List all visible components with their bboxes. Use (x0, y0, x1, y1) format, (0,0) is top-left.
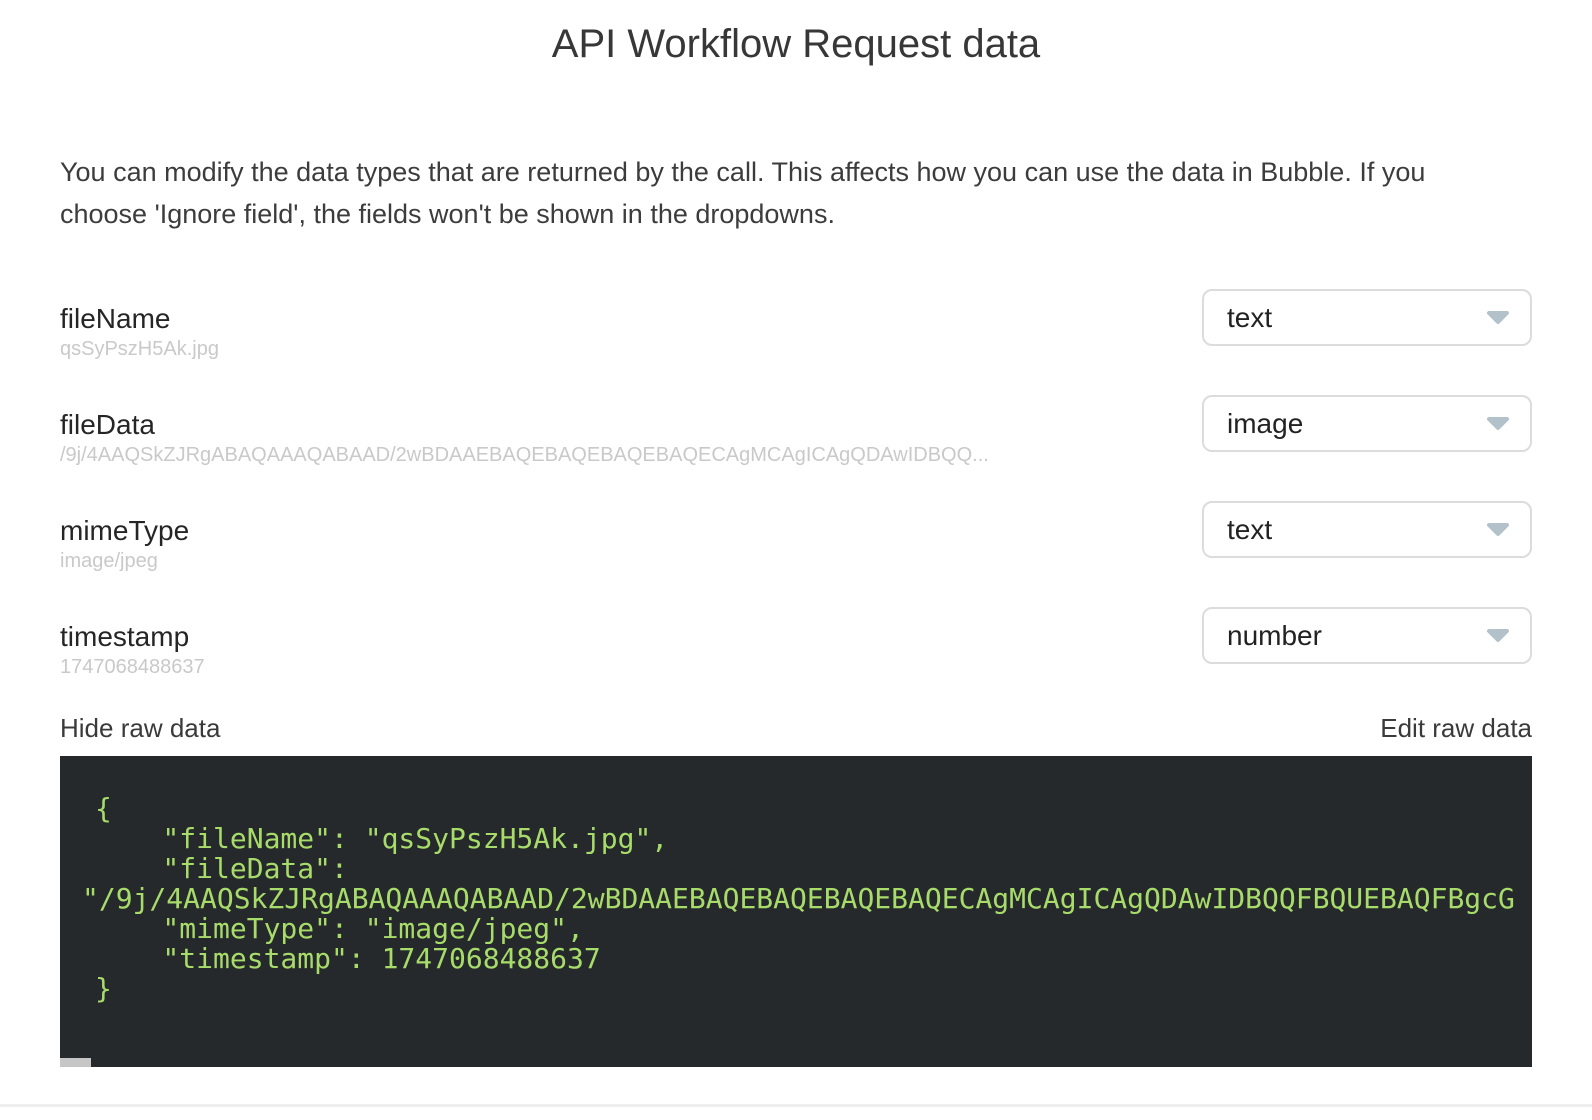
type-dropdown-timestamp[interactable]: number (1202, 607, 1532, 664)
code-line: } (95, 972, 112, 1005)
field-info: timestamp 1747068488637 (60, 621, 205, 679)
dropdown-selected-value: text (1227, 513, 1273, 545)
dropdown-selected-value: image (1227, 407, 1304, 439)
field-name-label: mimeType (60, 515, 190, 546)
description-text: You can modify the data types that are r… (60, 157, 1426, 229)
raw-data-links: Hide raw data Edit raw data (60, 713, 1532, 744)
type-dropdown-filename[interactable]: text (1202, 289, 1532, 346)
field-info: mimeType image/jpeg (60, 515, 189, 573)
field-name-label: fileData (60, 409, 155, 440)
dropdown-selected-value: number (1227, 619, 1322, 651)
code-line: "fileData": (95, 852, 348, 885)
field-info: fileData /9j/4AAQSkZJRgABAQAAAQABAAD/2wB… (60, 409, 989, 467)
field-list: fileName qsSyPszH5Ak.jpg text fileData /… (60, 289, 1532, 679)
code-line-filedata-base64: "/9j/4AAQSkZJRgABAQAAAQABAAD/2wBDAAEBAQE… (82, 882, 1515, 915)
chevron-down-icon (1486, 628, 1510, 643)
field-name-label: fileName (60, 303, 171, 334)
field-sample-value: /9j/4AAQSkZJRgABAQAAAQABAAD/2wBDAAEBAQEB… (60, 444, 989, 466)
field-row-filename: fileName qsSyPszH5Ak.jpg text (60, 289, 1532, 361)
chevron-down-icon (1486, 310, 1510, 325)
field-row-mimetype: mimeType image/jpeg text (60, 501, 1532, 573)
edit-raw-data-link[interactable]: Edit raw data (1380, 713, 1532, 743)
field-name-label: timestamp (60, 621, 190, 652)
field-sample-value: 1747068488637 (60, 656, 205, 678)
field-row-filedata: fileData /9j/4AAQSkZJRgABAQAAAQABAAD/2wB… (60, 395, 1532, 467)
type-dropdown-mimetype[interactable]: text (1202, 501, 1532, 558)
horizontal-scrollbar-thumb[interactable] (60, 1058, 91, 1067)
field-info: fileName qsSyPszH5Ak.jpg (60, 303, 219, 361)
code-line: "timestamp": 1747068488637 (95, 942, 601, 975)
code-line: "fileName": "qsSyPszH5Ak.jpg", (95, 822, 669, 855)
field-row-timestamp: timestamp 1747068488637 number (60, 607, 1532, 679)
page-title: API Workflow Request data (551, 22, 1041, 66)
chevron-down-icon (1486, 522, 1510, 537)
bottom-divider (0, 1104, 1592, 1107)
field-sample-value: qsSyPszH5Ak.jpg (60, 338, 219, 360)
code-line: "mimeType": "image/jpeg", (95, 912, 584, 945)
raw-data-panel: { "fileName": "qsSyPszH5Ak.jpg", "fileDa… (60, 756, 1532, 1067)
field-sample-value: image/jpeg (60, 550, 158, 572)
chevron-down-icon (1486, 416, 1510, 431)
code-line: { (95, 792, 112, 825)
dropdown-selected-value: text (1227, 301, 1273, 333)
hide-raw-data-link[interactable]: Hide raw data (60, 713, 221, 743)
type-dropdown-filedata[interactable]: image (1202, 395, 1532, 452)
